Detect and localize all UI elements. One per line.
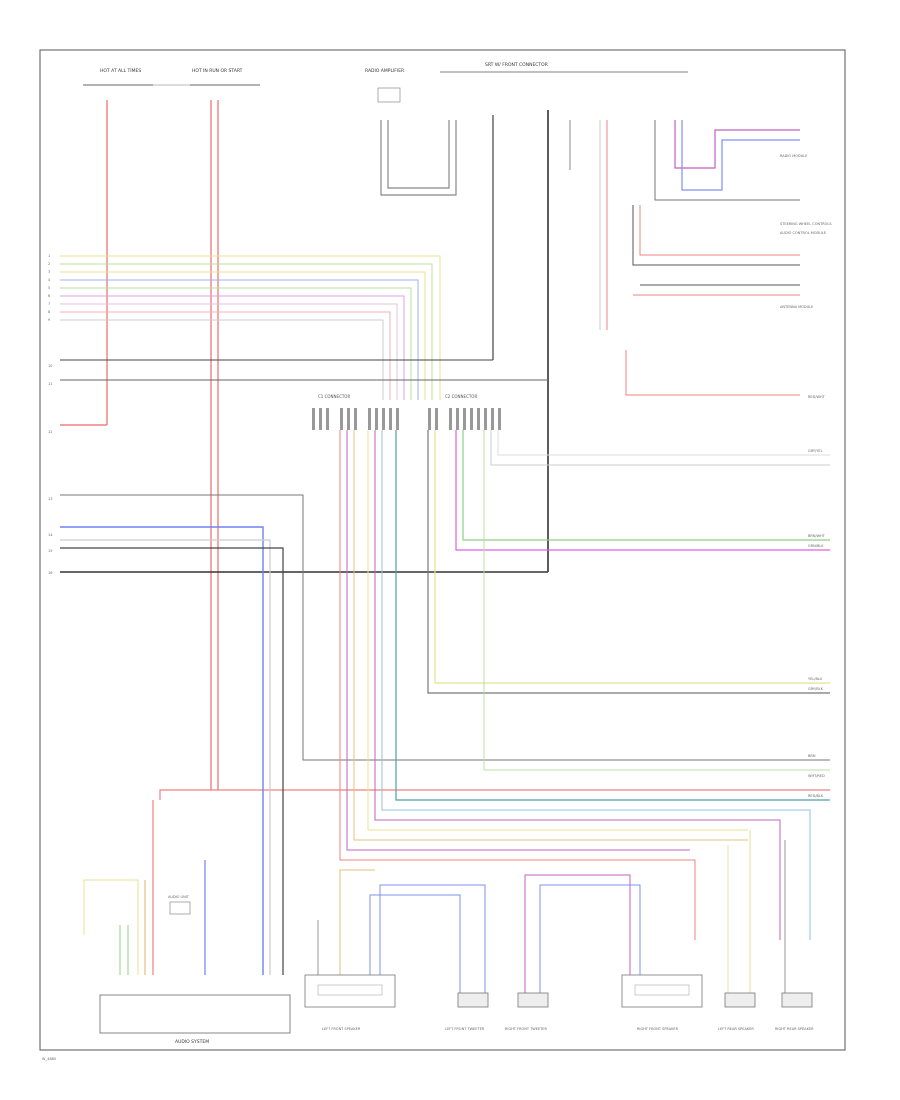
svg-text:BRN: BRN	[808, 754, 816, 758]
right-components: RADIO MODULE STEERING WHEEL CONTROLS AUD…	[569, 120, 832, 396]
svg-text:BRN/WHT: BRN/WHT	[808, 534, 826, 538]
speaker-feeds	[317, 430, 811, 995]
right-runs	[60, 430, 830, 801]
svg-text:ANTENNA MODULE: ANTENNA MODULE	[780, 305, 813, 309]
svg-text:GRN/BLK: GRN/BLK	[808, 544, 824, 548]
svg-text:RADIO MODULE: RADIO MODULE	[780, 154, 807, 158]
loop-b	[387, 120, 450, 189]
bus-lines	[60, 255, 548, 426]
fuse-mid-label: HOT IN RUN OR START	[192, 68, 243, 74]
speaker-labels: LEFT FRONT SPEAKER LEFT FRONT TWEETER RI…	[322, 1027, 814, 1031]
left-lower-feeds	[60, 526, 284, 975]
svg-text:15: 15	[48, 549, 52, 553]
left-row-labels: 1 2 3 4 5 6 7 8 9 10 11 12 13 14 15 16	[48, 254, 53, 575]
side-small-label: AUDIO UNIT	[168, 895, 190, 899]
svg-text:6: 6	[48, 294, 50, 298]
svg-text:GRY/BLK: GRY/BLK	[808, 687, 824, 691]
top-label: SRT W/ FRONT CONNECTOR	[485, 62, 548, 68]
svg-text:13: 13	[48, 497, 52, 501]
svg-text:11: 11	[48, 382, 52, 386]
svg-text:LEFT FRONT SPEAKER: LEFT FRONT SPEAKER	[322, 1027, 361, 1031]
svg-text:WHT/RED: WHT/RED	[808, 774, 825, 778]
diagram-border	[39, 49, 846, 1051]
svg-text:8: 8	[48, 310, 50, 314]
svg-text:2: 2	[48, 262, 50, 266]
connector-left-label: C1 CONNECTOR	[318, 394, 350, 399]
bottom-module-label: AUDIO SYSTEM	[175, 1039, 209, 1045]
svg-text:LEFT REAR SPEAKER: LEFT REAR SPEAKER	[718, 1027, 754, 1031]
svg-text:1: 1	[48, 254, 50, 258]
right-edge-labels: RED/WHT GRY/YEL BRN/WHT GRN/BLK YEL/BLU …	[808, 395, 826, 798]
footer-label: W_4860	[42, 1057, 56, 1061]
svg-text:RED/BLK: RED/BLK	[808, 794, 824, 798]
svg-text:RIGHT FRONT SPEAKER: RIGHT FRONT SPEAKER	[637, 1027, 679, 1031]
svg-text:STEERING WHEEL CONTROLS: STEERING WHEEL CONTROLS	[780, 222, 832, 226]
svg-text:LEFT FRONT TWEETER: LEFT FRONT TWEETER	[445, 1027, 485, 1031]
connector-pins	[312, 408, 501, 430]
svg-text:5: 5	[48, 286, 50, 290]
speaker-units	[304, 974, 813, 1008]
loop-a	[380, 120, 457, 196]
svg-text:9: 9	[48, 318, 50, 322]
svg-text:RIGHT REAR SPEAKER: RIGHT REAR SPEAKER	[775, 1027, 814, 1031]
side-small-box	[169, 901, 191, 915]
svg-text:AUDIO CONTROL MODULE: AUDIO CONTROL MODULE	[780, 231, 826, 235]
svg-text:GRY/YEL: GRY/YEL	[808, 449, 823, 453]
svg-text:7: 7	[48, 302, 50, 306]
svg-text:YEL/BLU: YEL/BLU	[808, 677, 823, 681]
svg-text:3: 3	[48, 270, 50, 274]
top-module-box	[377, 87, 401, 103]
svg-text:4: 4	[48, 278, 51, 282]
svg-text:16: 16	[48, 571, 52, 575]
fuse-left-label: HOT AT ALL TIMES	[100, 68, 141, 74]
svg-text:12: 12	[48, 430, 52, 434]
svg-text:10: 10	[48, 364, 52, 368]
svg-text:RIGHT FRONT TWEETER: RIGHT FRONT TWEETER	[505, 1027, 547, 1031]
svg-text:RED/WHT: RED/WHT	[808, 395, 826, 399]
connector-right-label: C2 CONNECTOR	[445, 394, 477, 399]
svg-text:14: 14	[48, 533, 53, 537]
top-module-label: RADIO AMPLIFIER	[365, 68, 404, 74]
bottom-module-box	[99, 994, 291, 1034]
